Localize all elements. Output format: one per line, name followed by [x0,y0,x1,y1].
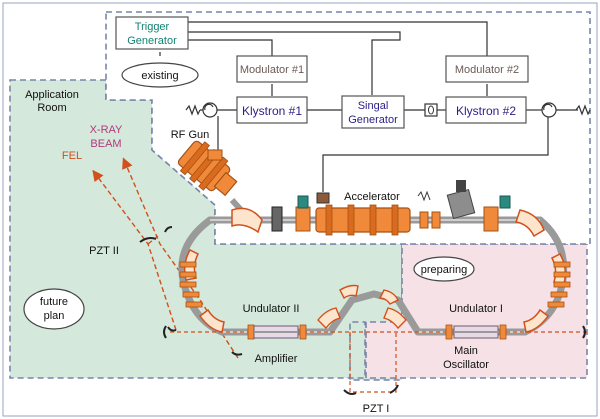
klystron-2: Klystron #2 [445,96,527,124]
beamline-components [271,180,511,232]
accelerator-label: Accelerator [344,191,400,203]
klystron-1-label: Klystron #1 [242,104,302,118]
klystron-2-label: Klystron #2 [456,104,516,118]
signal-generator: Singal Generator [341,95,405,129]
pzt2-label: PZT II [89,245,119,257]
rf-chain [200,109,578,192]
application-room-label-1: Application [25,89,79,101]
amplifier-label: Amplifier [255,353,298,365]
pzt2-mirrors [139,226,243,356]
electron-beam-path [170,331,590,393]
main-oscillator-label-1: Main [454,345,478,357]
klystron-1: Klystron #1 [236,96,308,124]
existing-bubble: existing [121,62,199,88]
trigger-generator-label-1: Trigger [135,21,170,33]
modulator-2-label: Modulator #2 [455,64,519,76]
preparing-bubble: preparing [413,256,475,282]
trigger-generator: Trigger Generator [115,16,189,50]
undulator-1 [453,325,499,339]
signal-generator-label-1: Singal [358,100,389,112]
preparing-label: preparing [421,264,467,276]
modulator-2: Modulator #2 [445,55,529,83]
modulator-1-label: Modulator #1 [240,64,304,76]
accelerator [315,192,411,236]
modulator-1: Modulator #1 [236,55,308,83]
right-rf-load [541,102,591,118]
future-plan-bubble: future plan [23,288,85,330]
xray-beam-label-2: BEAM [90,138,121,150]
trigger-generator-label-2: Generator [127,35,177,47]
phase-shifter [424,103,438,117]
left-rf-load [185,102,218,118]
undulator-2 [253,325,299,339]
undulator-2-label: Undulator II [243,303,300,315]
chicane-magnets [317,284,407,330]
rf-gun [177,140,238,197]
xray-beam-label-1: X-RAY [90,124,123,136]
signal-generator-label-2: Generator [348,114,398,126]
pzt1-mirrors [163,325,586,395]
application-room-label-2: Room [37,102,66,114]
future-plan-label-2: plan [44,310,65,322]
pzt2-link [147,235,159,245]
main-oscillator-label-2: Oscillator [443,359,489,371]
rf-gun-label: RF Gun [171,129,210,141]
pzt1-label: PZT I [363,403,390,415]
fel-label: FEL [62,150,82,162]
existing-label: existing [141,70,178,82]
control-wiring [159,21,488,96]
future-plan-label-1: future [40,296,68,308]
undulator-1-label: Undulator I [449,303,503,315]
